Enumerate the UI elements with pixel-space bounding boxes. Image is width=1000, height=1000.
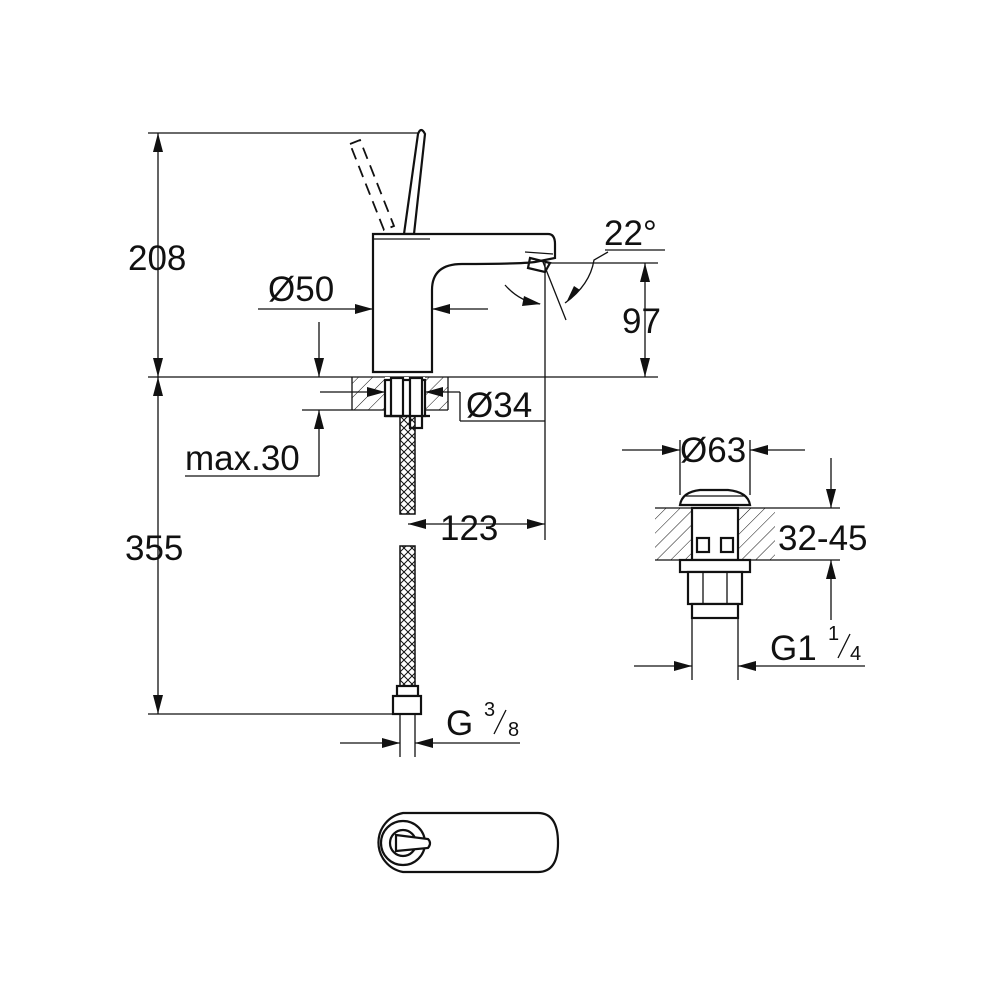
hose-thread-denominator: 8 — [508, 719, 519, 741]
spout-reach-label: 123 — [440, 509, 498, 548]
hose-thread-fraction-slash — [493, 709, 507, 735]
body-diameter-dimension — [258, 304, 488, 314]
waste-thread-numerator: 1 — [828, 623, 839, 645]
body-diameter-label: Ø50 — [268, 270, 334, 309]
waste-diameter-label: Ø63 — [680, 431, 746, 470]
spout-reach-dimension — [408, 263, 546, 540]
waste-thread-denominator: 4 — [850, 643, 861, 665]
waste-thread-dimension — [634, 661, 865, 671]
hole-diameter-dimension — [320, 387, 545, 422]
lever-dashed-position — [348, 138, 396, 232]
hose-thread-numerator: 3 — [484, 699, 495, 721]
hole-diameter-label: Ø34 — [466, 386, 532, 425]
waste-thread-label: G1 — [770, 629, 817, 668]
deck-max-label: max.30 — [185, 439, 300, 478]
waste-plug — [678, 488, 752, 680]
spout-angle-label: 22° — [604, 214, 657, 253]
lever-handle — [402, 128, 427, 236]
waste-diameter-dimension — [622, 440, 805, 495]
height-dimension-bottom — [148, 377, 392, 715]
flex-hose-upper — [399, 415, 416, 515]
faucet-top-view — [377, 811, 560, 874]
waste-thread-fraction-slash — [837, 633, 851, 659]
hose-thread-dimension — [340, 738, 520, 748]
mounting-stud — [383, 376, 430, 430]
spout-angle-dimension — [504, 249, 665, 321]
height-dimension-top — [148, 132, 420, 377]
spout-height-dimension — [548, 262, 658, 377]
height-bottom-label: 355 — [125, 529, 183, 568]
spout-height-label: 97 — [622, 302, 661, 341]
waste-range-dimension — [826, 458, 836, 620]
flex-hose-lower — [391, 545, 423, 757]
deck-thickness-dimension — [185, 322, 352, 477]
hose-thread-label: G — [446, 704, 473, 743]
waste-range-label: 32-45 — [778, 519, 868, 558]
height-top-label: 208 — [128, 239, 186, 278]
